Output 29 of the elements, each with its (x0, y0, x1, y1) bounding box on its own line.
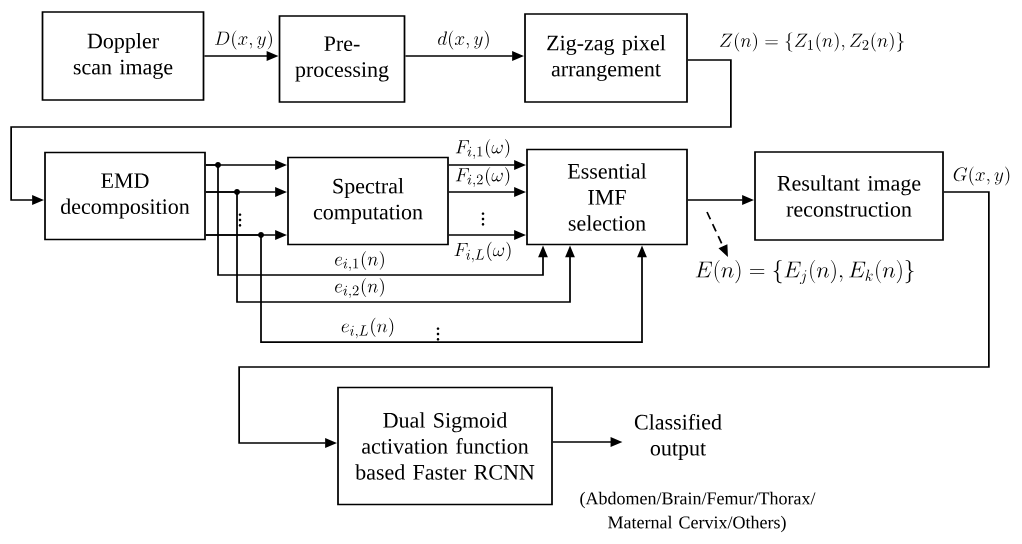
process-box: Resultant image reconstruction (754, 151, 944, 241)
formula-label: $E(n)=\{E_j(n),E_k(n)\}$ (695, 260, 914, 285)
process-box: Pre-processing (278, 15, 406, 103)
edge-label: $F_{i,2}(\omega)$ (454, 166, 512, 188)
edge-label: $Z(n)=\{Z_1(n),Z_2(n)\}$ (718, 31, 906, 53)
process-box: Zig-zag pixel arrangement (524, 13, 688, 103)
process-box: Essential IMF selection (526, 148, 688, 246)
edge-label: $e_{i,2}(n)$ (333, 277, 387, 299)
process-box: Dual Sigmoid activation function based Faster RCNN (337, 386, 553, 506)
ellipsis-label: $\vdots$ (481, 212, 485, 226)
process-box: EMD decomposition (44, 151, 206, 241)
process-box: Doppler scan image (41, 11, 205, 101)
ellipsis-label: $\vdots$ (238, 213, 242, 227)
arrow (205, 191, 575, 303)
process-box: Spectral computation (287, 156, 449, 246)
ellipsis-label: $\vdots$ (436, 327, 440, 341)
class-list-label: (Abdomen/Brain/Femur/Thorax/ Maternal Cervix/Others) (580, 491, 816, 533)
edge-label: $e_{i,1}(n)$ (333, 250, 387, 272)
output-label: Classified output (634, 413, 722, 461)
edge-label: $F_{i,1}(\omega)$ (454, 138, 512, 160)
edge-label: $G(x,y)$ (952, 165, 1012, 187)
arrow (238, 191, 990, 448)
edge-label: $F_{i,L}(\omega)$ (452, 241, 514, 263)
edge-label: $e_{i,L}(n)$ (340, 317, 396, 339)
arrow (10, 59, 732, 205)
edge-label: $D(x,y)$ (213, 29, 275, 51)
arrow (205, 164, 548, 276)
edge-label: $d(x,y)$ (436, 29, 492, 51)
arrow (205, 234, 647, 343)
